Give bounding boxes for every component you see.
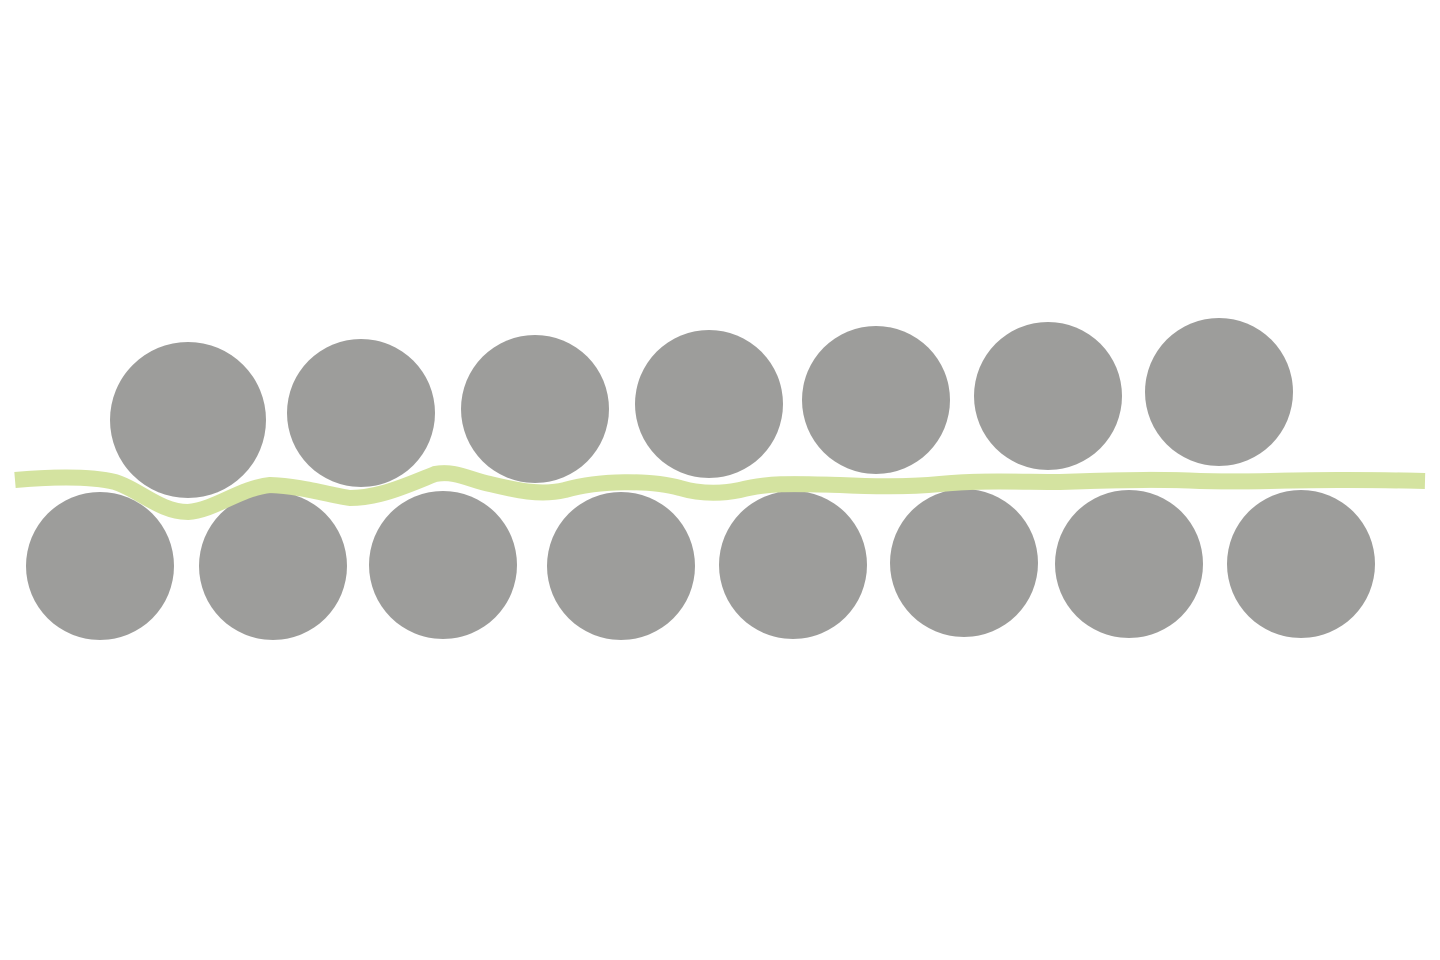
ball-top-5[interactable] — [802, 326, 950, 474]
ball-bottom-2[interactable] — [199, 492, 347, 640]
ball-bottom-6[interactable] — [890, 489, 1038, 637]
ball-bottom-8[interactable] — [1227, 490, 1375, 638]
ball-top-2[interactable] — [287, 339, 435, 487]
ball-top-1[interactable] — [110, 342, 266, 498]
ball-top-6[interactable] — [974, 322, 1122, 470]
balls-group — [26, 318, 1375, 640]
ball-bottom-5[interactable] — [719, 491, 867, 639]
ball-bottom-7[interactable] — [1055, 490, 1203, 638]
ball-bottom-3[interactable] — [369, 491, 517, 639]
ball-bottom-4[interactable] — [547, 492, 695, 640]
rope-line — [14, 465, 1426, 520]
ball-top-7[interactable] — [1145, 318, 1293, 466]
ball-top-3[interactable] — [461, 335, 609, 483]
ball-top-4[interactable] — [635, 330, 783, 478]
ball-bottom-1[interactable] — [26, 492, 174, 640]
